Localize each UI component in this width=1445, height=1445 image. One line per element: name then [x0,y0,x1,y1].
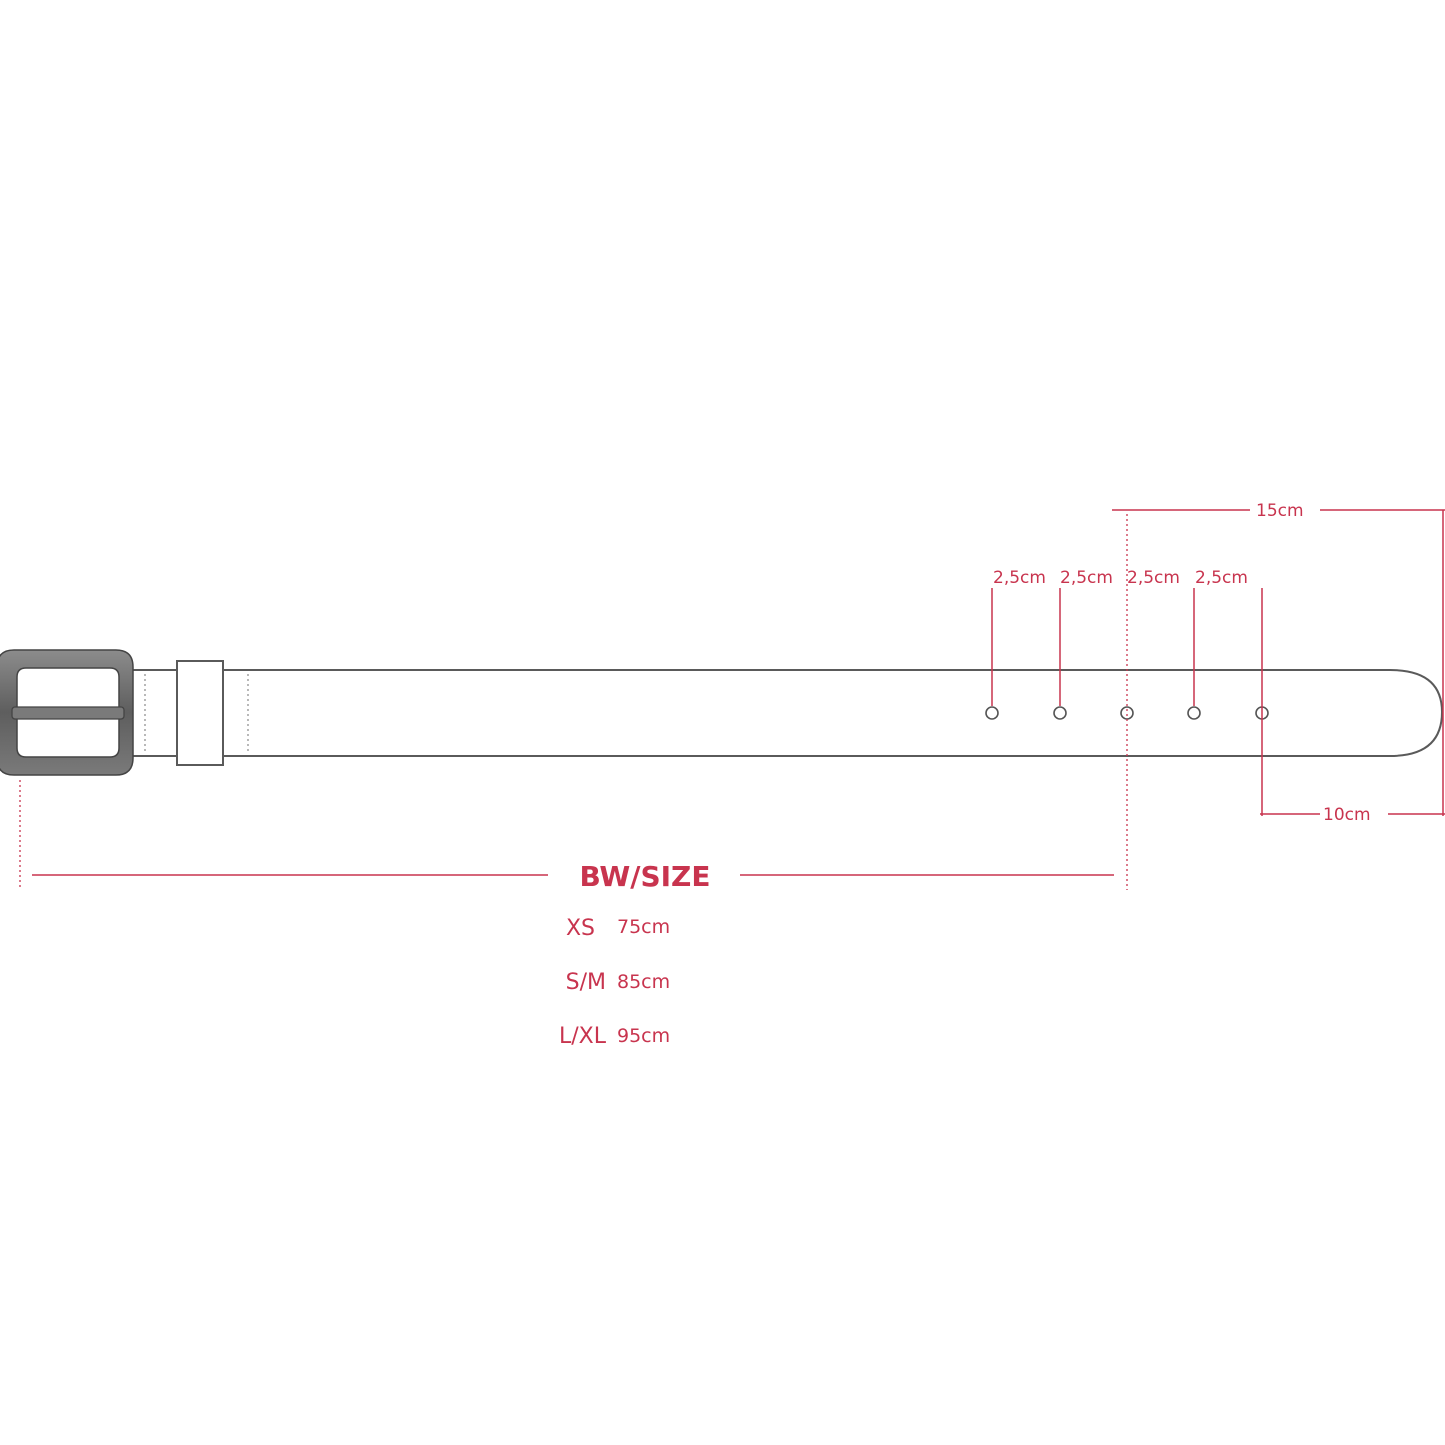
size-chart-title: BW/SIZE [580,860,711,893]
belt-hole [985,706,999,720]
size-name: S/M [566,970,606,995]
label-hole-spacing: 2,5cm [993,568,1046,588]
size-length: 85cm [617,971,670,993]
belt-hole [1120,706,1134,720]
belt-hole [1053,706,1067,720]
dimension-lines [19,509,1445,890]
buckle [0,649,134,776]
size-name: L/XL [559,1024,607,1049]
belt-strap [128,669,1444,757]
label-10cm: 10cm [1323,805,1371,825]
size-length: 95cm [617,1025,670,1047]
label-15cm: 15cm [1256,501,1304,521]
belt-hole [1187,706,1201,720]
size-name: XS [566,916,595,941]
belt [128,660,1444,766]
buckle-frame [0,649,134,776]
buckle-prong [11,706,125,720]
label-hole-spacing: 2,5cm [1195,568,1248,588]
belt-loop [176,660,224,766]
label-hole-spacing: 2,5cm [1127,568,1180,588]
label-hole-spacing: 2,5cm [1060,568,1113,588]
size-length: 75cm [617,916,670,938]
